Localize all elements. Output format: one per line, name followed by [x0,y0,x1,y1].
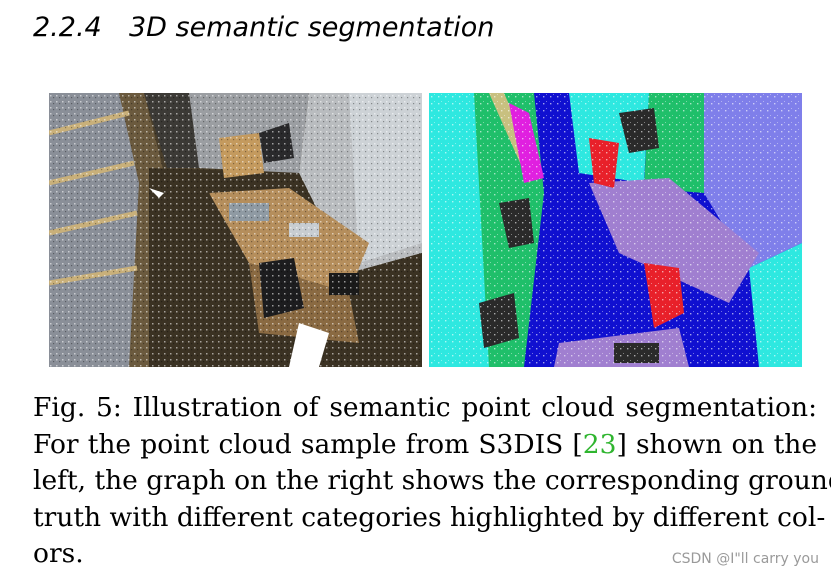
caption-line-4: truth with different categories highligh… [33,501,826,533]
caption-line-2-end: ] shown on the [616,428,817,460]
caption-line-3: left, the graph on the right shows the c… [33,465,831,496]
watermark: CSDN @I"ll carry you [671,551,819,567]
ground-truth-segmentation [429,93,802,367]
section-number: 2.2.4 [33,12,102,43]
figure-caption: Fig. 5: Illustration of semantic point c… [33,390,831,573]
citation-link[interactable]: 23 [582,428,617,460]
caption-line-5: ors. [33,538,84,569]
caption-line-1: Fig. 5: Illustration of semantic point c… [33,392,817,423]
section-heading: 2.2.4 3D semantic segmentation [33,12,494,43]
point-cloud-photo [49,93,422,367]
caption-line-2-start: For the point cloud sample from S3DIS [ [33,428,583,460]
caption-line-2: For the point cloud sample from S3DIS [2… [33,427,817,464]
section-title: 3D semantic segmentation [129,12,495,43]
